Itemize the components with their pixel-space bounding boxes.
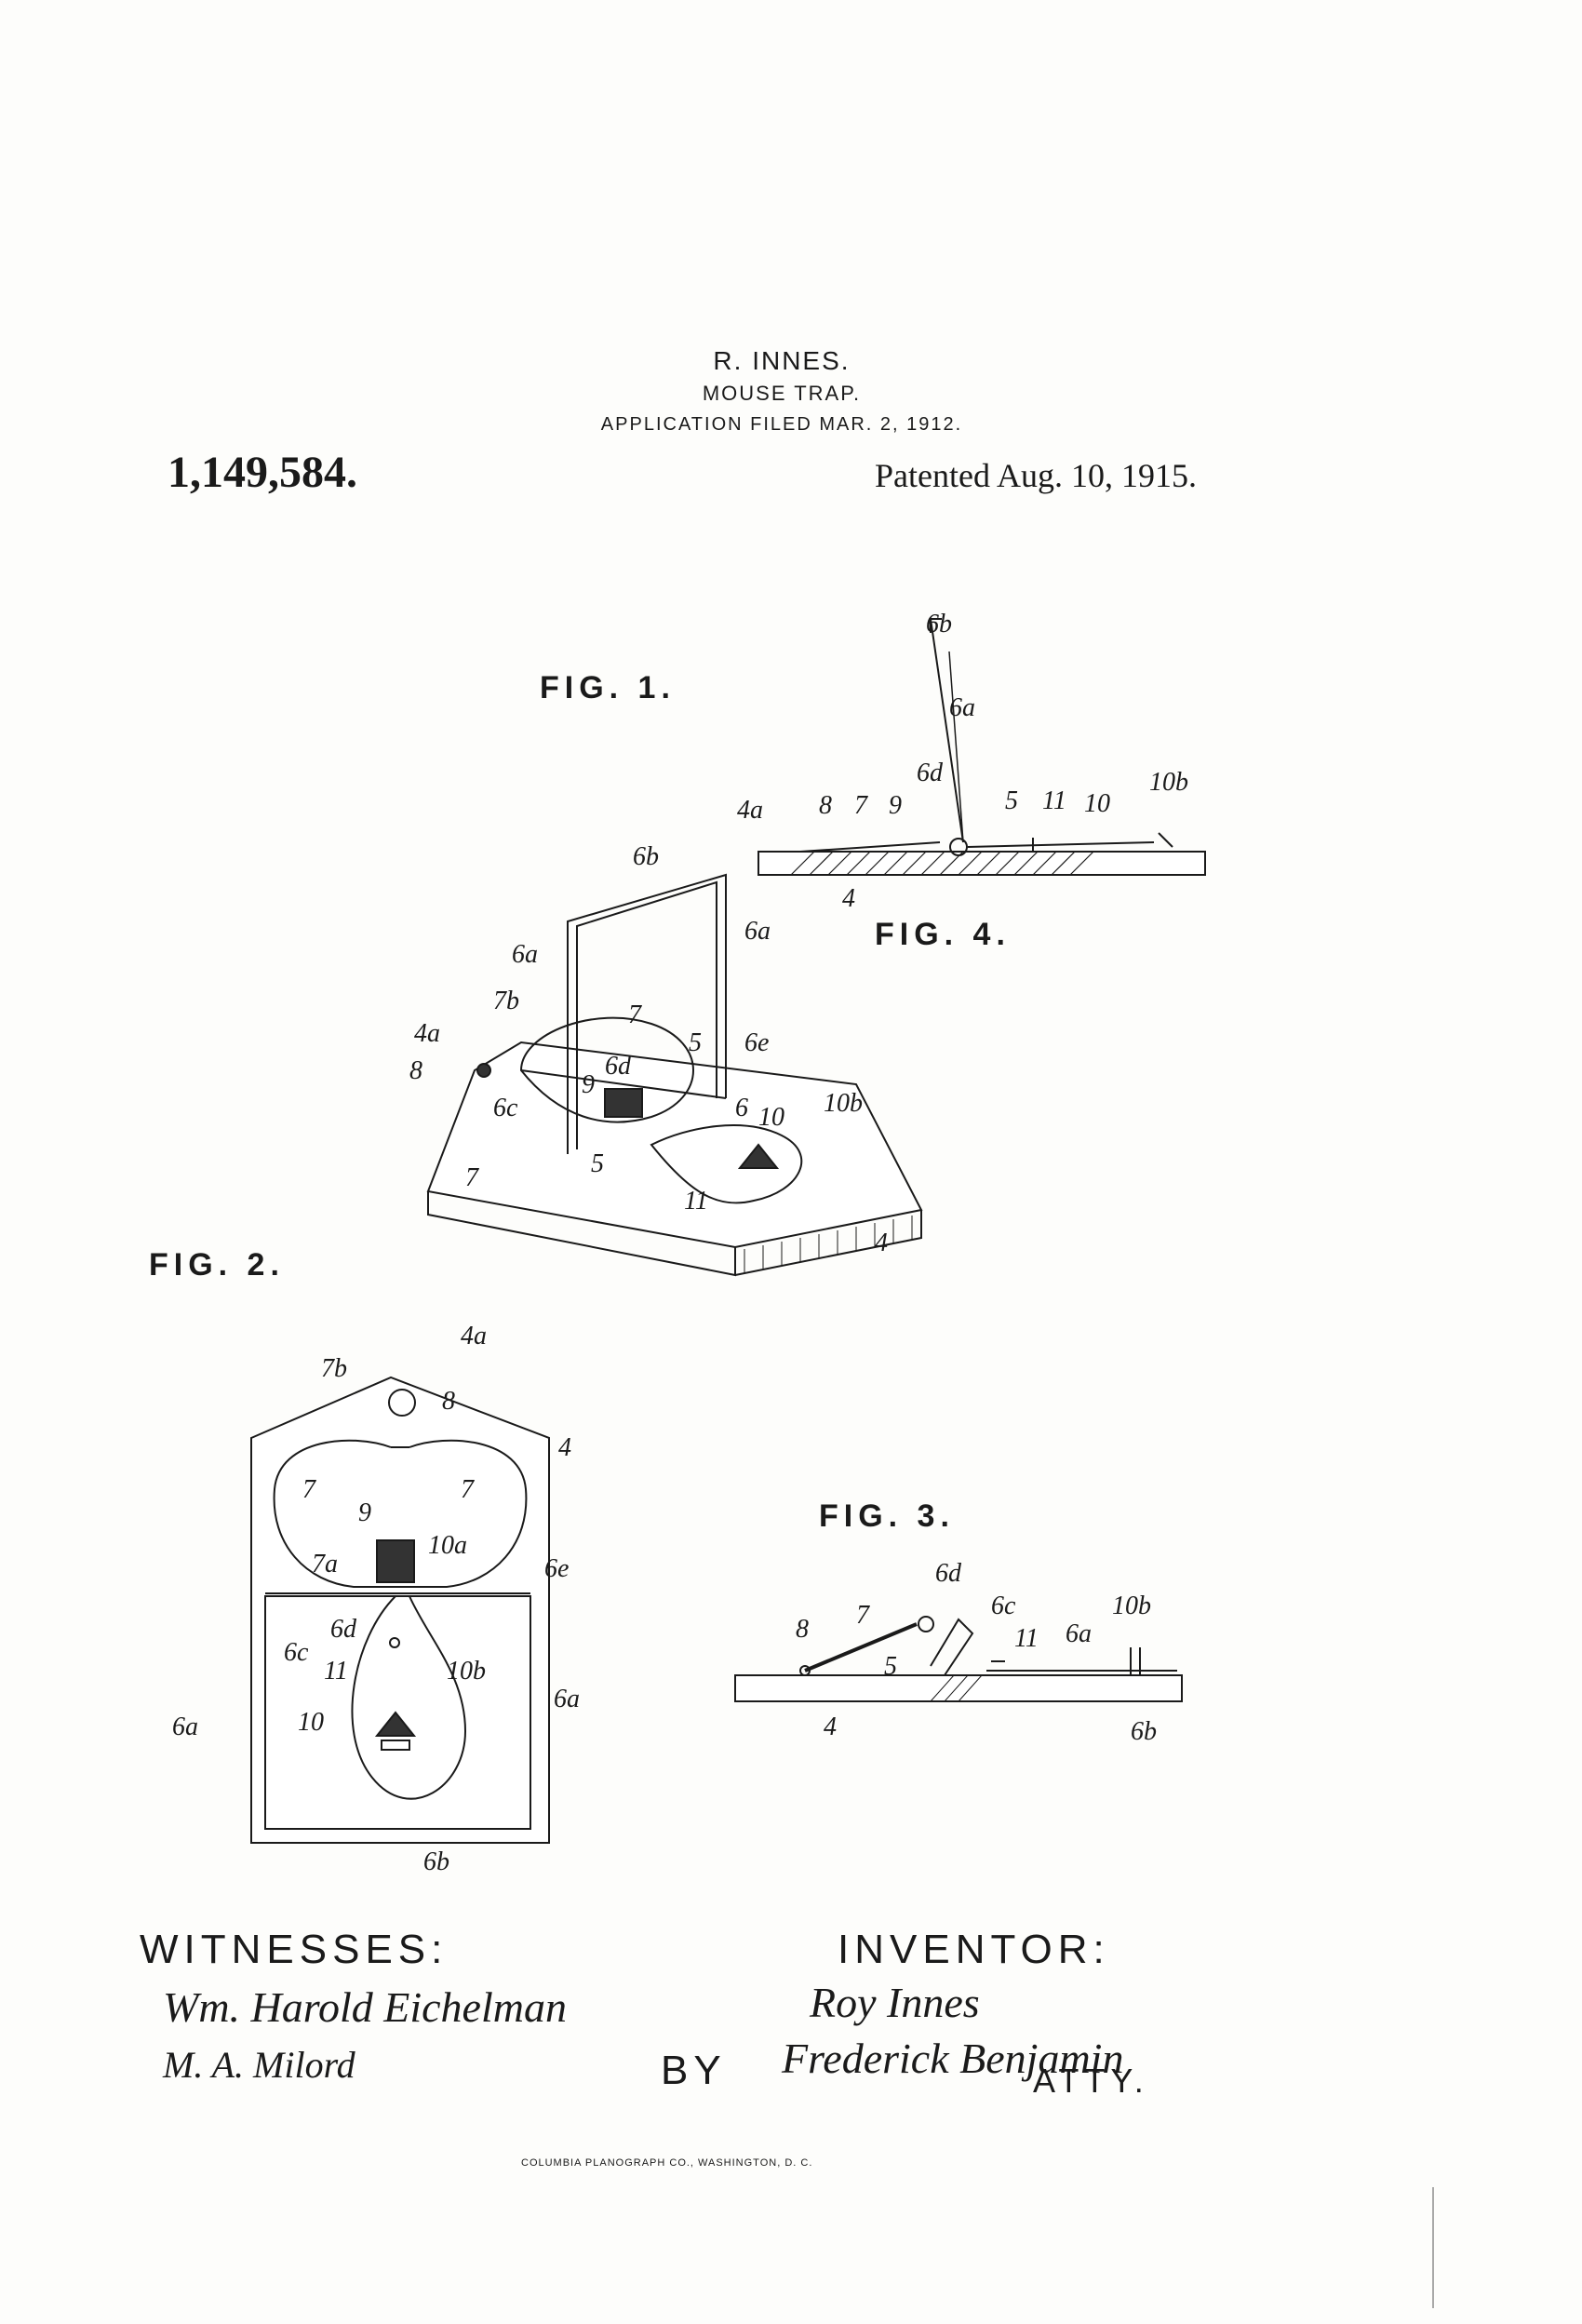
- fig2-label: FIG. 2.: [149, 1247, 285, 1283]
- fig1-label: FIG. 1.: [540, 670, 676, 705]
- ref-4-fig1: 4: [875, 1229, 888, 1257]
- ref-7-fig4: 7: [854, 791, 867, 820]
- ref-6d-fig3: 6d: [935, 1559, 961, 1588]
- ref-4a-fig2: 4a: [461, 1322, 487, 1350]
- ref-5-fig4: 5: [1005, 786, 1018, 815]
- ref-9-fig1: 9: [582, 1070, 595, 1099]
- fig4-label: FIG. 4.: [875, 917, 1011, 952]
- ref-10a-fig2: 10a: [428, 1531, 467, 1560]
- ref-10b-fig1: 10b: [824, 1089, 863, 1118]
- ref-11-fig2: 11: [324, 1657, 348, 1686]
- ref-4a-fig4: 4a: [737, 796, 763, 825]
- ref-6a-fig2-left: 6a: [172, 1713, 198, 1741]
- ref-5-fig1-lower: 5: [591, 1149, 604, 1178]
- ref-10b-fig3: 10b: [1112, 1592, 1151, 1620]
- witnesses-label: WITNESSES:: [140, 1927, 449, 1972]
- ref-6-fig1: 6: [735, 1094, 748, 1122]
- ref-6b-fig2: 6b: [423, 1847, 449, 1876]
- ref-11-fig1: 11: [684, 1187, 708, 1216]
- patented-date: Patented Aug. 10, 1915.: [875, 457, 1197, 494]
- ref-5-fig3: 5: [884, 1652, 897, 1681]
- application-filed: APPLICATION FILED MAR. 2, 1912.: [600, 414, 963, 435]
- ref-10b-fig4: 10b: [1149, 768, 1188, 797]
- ref-9-fig4: 9: [889, 791, 902, 820]
- ref-7-fig2-right: 7: [461, 1475, 474, 1504]
- ref-8-fig3: 8: [796, 1615, 809, 1644]
- ref-6c-fig3: 6c: [991, 1592, 1016, 1620]
- attorney-signature: Frederick Benjamin: [782, 2035, 1124, 2082]
- ref-10-fig1: 10: [758, 1103, 784, 1132]
- witness-signature-1: Wm. Harold Eichelman: [163, 1983, 567, 2031]
- ref-6a-fig1-left: 6a: [512, 940, 538, 969]
- ref-9-fig2: 9: [358, 1498, 371, 1527]
- fig2-drawing: [250, 1376, 550, 1844]
- ref-6b-fig1: 6b: [633, 842, 659, 871]
- patent-number: 1,149,584.: [168, 448, 357, 497]
- patent-title: MOUSE TRAP.: [702, 382, 862, 405]
- ref-10b-fig2: 10b: [447, 1657, 486, 1686]
- atty-label: ATTY.: [1033, 2062, 1149, 2100]
- ref-4a-fig1: 4a: [414, 1019, 440, 1048]
- ref-8-fig2: 8: [442, 1387, 455, 1416]
- ref-6b-fig4: 6b: [926, 610, 952, 638]
- ref-7-fig2-left: 7: [302, 1475, 315, 1504]
- inventor-label: INVENTOR:: [838, 1927, 1110, 1972]
- printer-footer: COLUMBIA PLANOGRAPH CO., WASHINGTON, D. …: [521, 2157, 813, 2169]
- ref-6a-fig4: 6a: [949, 693, 975, 722]
- inventor-signature: Roy Innes: [810, 1979, 980, 2026]
- ref-6e-fig1: 6e: [744, 1028, 770, 1057]
- by-label: BY: [661, 2048, 727, 2093]
- ref-7b-fig2: 7b: [321, 1354, 347, 1383]
- ref-10-fig2: 10: [298, 1708, 324, 1737]
- ref-8-fig1: 8: [409, 1056, 422, 1085]
- ref-7a-fig2: 7a: [312, 1550, 338, 1578]
- ref-5-fig1: 5: [689, 1028, 702, 1057]
- ref-6a-fig2-right: 6a: [554, 1685, 580, 1713]
- ref-6c-fig2: 6c: [284, 1638, 309, 1667]
- ref-6d-fig4: 6d: [917, 759, 943, 787]
- ref-7-fig1-lower: 7: [465, 1163, 478, 1192]
- ref-7-fig3: 7: [856, 1601, 869, 1630]
- ref-4-fig4: 4: [842, 884, 855, 913]
- ref-10-fig4: 10: [1084, 789, 1110, 818]
- fig3-drawing: [734, 1616, 1183, 1702]
- ref-6a-fig3: 6a: [1066, 1619, 1092, 1648]
- ref-6d-fig1: 6d: [605, 1052, 631, 1081]
- fig1-drawing: [426, 873, 923, 1277]
- ref-11-fig4: 11: [1042, 786, 1066, 815]
- fig3-label: FIG. 3.: [819, 1498, 955, 1534]
- ref-6b-fig3: 6b: [1131, 1717, 1157, 1746]
- ref-6d-fig2: 6d: [330, 1615, 356, 1644]
- ref-11-fig3: 11: [1014, 1624, 1039, 1653]
- ref-8-fig4: 8: [819, 791, 832, 820]
- ref-4-fig2: 4: [558, 1433, 571, 1462]
- ref-4-fig3: 4: [824, 1713, 837, 1741]
- fig4-drawing: [757, 618, 1206, 876]
- ref-6c-fig1: 6c: [493, 1094, 518, 1122]
- inventor-name: R. INNES.: [713, 346, 851, 375]
- ref-7b-fig1: 7b: [493, 987, 519, 1015]
- witness-signature-2: M. A. Milord: [163, 2044, 355, 2086]
- ref-6e-fig2: 6e: [544, 1554, 570, 1583]
- ref-6a-fig1-right: 6a: [744, 917, 771, 946]
- ref-7-fig1-top: 7: [628, 1001, 641, 1029]
